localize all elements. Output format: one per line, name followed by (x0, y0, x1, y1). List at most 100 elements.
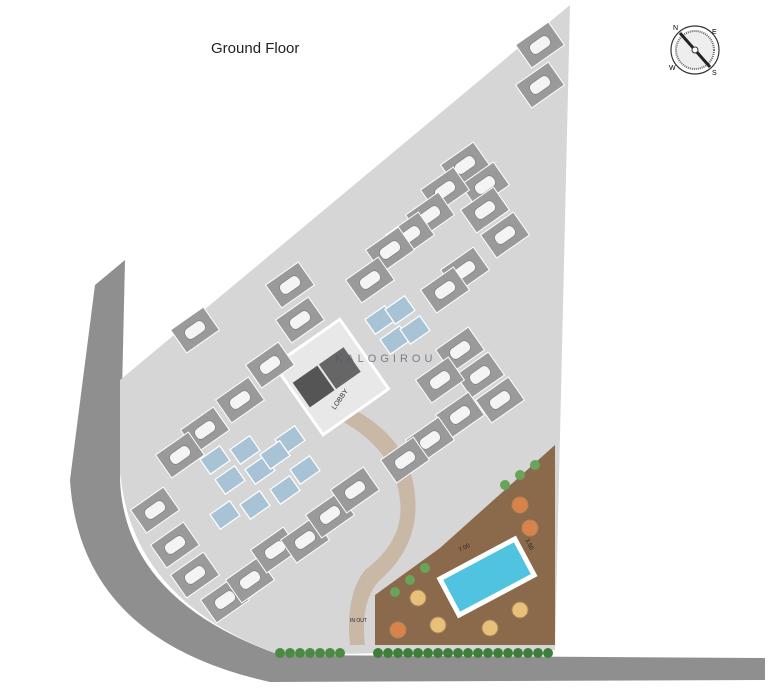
shrub-icon (493, 648, 503, 658)
parking-bay (474, 376, 526, 424)
car-icon (169, 445, 191, 465)
parking-bay (169, 306, 221, 354)
shrub-icon (335, 648, 345, 658)
parking-bay (214, 376, 266, 424)
swimming-pool (436, 535, 538, 619)
car-icon (394, 450, 416, 470)
table-icon (521, 519, 539, 537)
shrub-icon (383, 648, 393, 658)
compass-w: W (669, 65, 676, 72)
table-icon (429, 616, 447, 634)
shrub-icon (463, 648, 473, 658)
car-icon (289, 310, 311, 330)
plant-icon (390, 587, 400, 597)
shrub-icon (275, 648, 285, 658)
plant-icon (500, 480, 510, 490)
car-icon (449, 405, 471, 425)
car-icon (279, 275, 301, 295)
shrub-icon (433, 648, 443, 658)
parking-bay (414, 356, 466, 404)
parking-bay (344, 256, 396, 304)
parking-bay (459, 186, 511, 234)
car-icon (239, 570, 261, 590)
shrub-icon (483, 648, 493, 658)
shrub-icon (443, 648, 453, 658)
shrub-icon (543, 648, 553, 658)
storage-unit (259, 439, 291, 471)
storage-unit (399, 314, 431, 346)
parking-bay (514, 21, 566, 69)
shrub-icon (295, 648, 305, 658)
parking-bay (454, 351, 506, 399)
parking-bay (149, 521, 201, 569)
car-icon (434, 280, 456, 300)
shrub-icon (373, 648, 383, 658)
parking-bay (244, 341, 296, 389)
table-icon (409, 589, 427, 607)
shrub-icon (453, 648, 463, 658)
compass-s: S (712, 70, 717, 77)
car-icon (319, 505, 341, 525)
storage-unit (209, 499, 241, 531)
shrub-icon (473, 648, 483, 658)
shrub-icon (423, 648, 433, 658)
car-icon (469, 365, 491, 385)
shrub-icon (315, 648, 325, 658)
car-icon (429, 370, 451, 390)
deck-tables (389, 496, 539, 639)
shrub-icon (413, 648, 423, 658)
car-icon (164, 535, 186, 555)
parking-bay (379, 436, 431, 484)
car-icon (419, 430, 441, 450)
shrub-icon (393, 648, 403, 658)
parking-bays (129, 21, 566, 624)
car-icon (214, 590, 236, 610)
compass-n: N (673, 25, 678, 32)
parking-bay (224, 556, 276, 604)
compass-icon: N E S W (669, 25, 720, 77)
car-icon (359, 270, 381, 290)
compass-e: E (712, 29, 717, 36)
plant-icon (405, 575, 415, 585)
car-icon (489, 390, 511, 410)
car-icon (449, 340, 471, 360)
floor-title: Ground Floor (211, 40, 300, 57)
car-icon (379, 240, 401, 260)
parking-bay (479, 211, 531, 259)
parking-bay (329, 466, 381, 514)
table-icon (511, 496, 529, 514)
shrub-icon (305, 648, 315, 658)
car-icon (529, 35, 551, 55)
car-icon (184, 565, 206, 585)
shrub-icon (325, 648, 335, 658)
shrub-icon (403, 648, 413, 658)
car-icon (184, 320, 206, 340)
hedge (275, 460, 553, 658)
car-icon (494, 225, 516, 245)
car-icon (194, 420, 216, 440)
pool-width-label: 3.50 (523, 538, 534, 552)
table-icon (511, 601, 529, 619)
parking-bay (129, 486, 181, 534)
plant-icon (515, 470, 525, 480)
parking-bay (274, 296, 326, 344)
pool-length-label: 7.00 (458, 543, 472, 554)
storage-unit (214, 464, 246, 496)
car-icon (259, 355, 281, 375)
car-icon (474, 200, 496, 220)
shrub-icon (503, 648, 513, 658)
in-out-label: IN OUT (350, 618, 367, 624)
parking-bay (169, 551, 221, 599)
car-icon (144, 500, 166, 520)
storage-unit (289, 454, 321, 486)
storage-unit (269, 474, 301, 506)
car-icon (529, 75, 551, 95)
car-icon (294, 530, 316, 550)
parking-bay (154, 431, 206, 479)
storage-unit (229, 434, 261, 466)
plant-icon (420, 563, 430, 573)
building-core (272, 317, 391, 437)
shrub-icon (285, 648, 295, 658)
storage-units (199, 294, 431, 531)
